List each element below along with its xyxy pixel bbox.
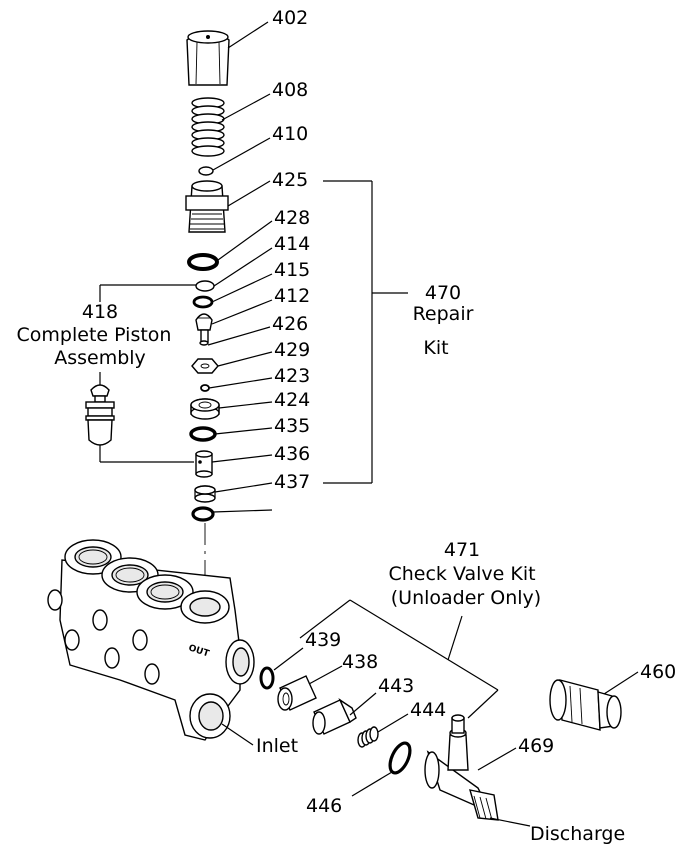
part-number-424: 424 <box>274 389 310 411</box>
part-number-437: 437 <box>274 471 310 493</box>
part-437-o-ring <box>191 506 215 522</box>
part-number-438: 438 <box>342 651 378 673</box>
part-number-460: 460 <box>640 661 676 683</box>
part-424-o-ring <box>189 426 217 442</box>
part-415-ring <box>192 295 214 309</box>
discharge-label: Discharge <box>530 823 625 845</box>
part-number-436: 436 <box>274 443 310 465</box>
piston-assembly-bracket <box>99 284 196 463</box>
part-number-414: 414 <box>274 233 310 255</box>
leader-446 <box>351 771 393 797</box>
part-443-poppet <box>312 698 357 735</box>
part-460-fitting <box>549 679 622 731</box>
part-number-439: 439 <box>305 629 341 651</box>
part-435-cylinder <box>195 450 213 478</box>
part-number-428: 428 <box>274 207 310 229</box>
part-414-ring <box>195 280 215 292</box>
leader-443 <box>349 692 377 716</box>
leader-438 <box>308 665 343 685</box>
inlet-leader <box>221 723 254 746</box>
kit-418-number: 418 <box>82 301 118 323</box>
part-410-washer <box>198 166 214 176</box>
part-412-valve <box>195 313 213 346</box>
inlet-label: Inlet <box>256 735 298 757</box>
part-469-tee-fitting <box>424 714 499 821</box>
leader-460 <box>603 671 639 695</box>
part-428-o-ring <box>187 253 219 271</box>
leader-lines <box>207 21 273 513</box>
check-valve-bracket <box>299 599 499 719</box>
part-number-426: 426 <box>272 313 308 335</box>
kit-471-number: 471 <box>444 539 480 561</box>
leader-439 <box>273 647 304 671</box>
kit-470-line1: Repair <box>413 303 474 325</box>
kit-418-line1: Complete Piston <box>17 324 172 346</box>
part-number-410: 410 <box>272 123 308 145</box>
part-number-469: 469 <box>518 735 554 757</box>
part-number-415: 415 <box>274 259 310 281</box>
leader-469 <box>477 747 517 771</box>
part-418-piston-assembly <box>85 384 115 446</box>
kit-418-line2: Assembly <box>54 347 146 369</box>
part-number-429: 429 <box>274 339 310 361</box>
kit-471-line1: Check Valve Kit <box>388 563 535 585</box>
kit-470-number: 470 <box>425 282 461 304</box>
part-426-hex-washer <box>191 358 219 374</box>
part-number-446: 446 <box>306 795 342 817</box>
part-number-402: 402 <box>272 7 308 29</box>
part-408-spring <box>191 97 225 157</box>
part-number-443: 443 <box>378 675 414 697</box>
part-number-412: 412 <box>274 285 310 307</box>
part-436-seal <box>194 485 216 503</box>
manifold-body: OUT <box>47 539 255 741</box>
repair-kit-bracket <box>323 180 408 484</box>
part-444-spring <box>357 726 379 748</box>
part-number-425: 425 <box>272 169 308 191</box>
leader-444 <box>377 713 409 733</box>
part-402-cap-nut <box>186 30 230 86</box>
part-423-seal <box>190 398 220 420</box>
part-number-408: 408 <box>272 79 308 101</box>
part-425-threaded-plug <box>185 180 229 233</box>
part-446-o-ring <box>388 741 412 775</box>
part-429-ring <box>200 384 210 392</box>
kit-470-line2: Kit <box>423 337 448 359</box>
part-439-o-ring <box>259 666 275 690</box>
discharge-leader <box>489 817 531 827</box>
part-438-valve-seat <box>277 675 317 711</box>
part-number-423: 423 <box>274 365 310 387</box>
kit-471-line2: (Unloader Only) <box>391 587 541 609</box>
part-number-444: 444 <box>410 699 446 721</box>
part-number-435: 435 <box>274 415 310 437</box>
